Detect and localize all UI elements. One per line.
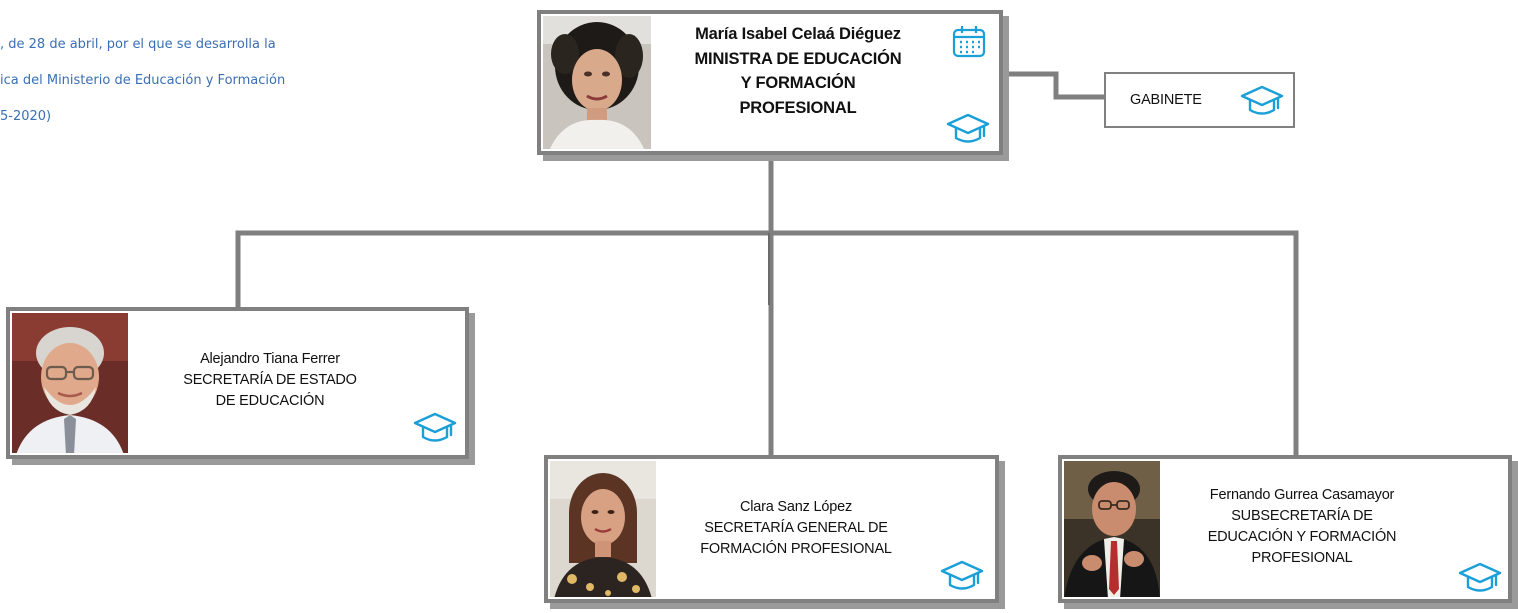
unit-photo-fp xyxy=(550,461,656,597)
minister-label: María Isabel Celaá Diéguez MINISTRA DE E… xyxy=(653,22,943,120)
unit-title-fp-line-1: SECRETARÍA GENERAL DE xyxy=(704,520,888,536)
unit-name-fp: Clara Sanz López xyxy=(739,499,853,515)
unit-label-subsecretaria: Fernando Gurrea Casamayor SUBSECRETARÍA … xyxy=(1182,485,1422,569)
legal-reference-line-3: 5-2020) xyxy=(0,109,52,124)
unit-name-subsecretaria: Fernando Gurrea Casamayor xyxy=(1209,487,1395,503)
connector-gabinete xyxy=(1000,71,1109,100)
graduation-cap-icon[interactable] xyxy=(413,411,457,445)
gabinete-label: GABINETE xyxy=(1130,92,1202,108)
graduation-cap-icon[interactable] xyxy=(940,559,984,593)
unit-card-fp: Clara Sanz López SECRETARÍA GENERAL DE F… xyxy=(544,455,999,603)
minister-name: María Isabel Celaá Diéguez xyxy=(695,25,901,43)
unit-label-estado: Alejandro Tiana Ferrer SECRETARÍA DE EST… xyxy=(140,349,400,412)
graduation-cap-icon[interactable] xyxy=(1240,84,1284,118)
legal-reference-text: , de 28 de abril, por el que se desarrol… xyxy=(0,18,390,144)
unit-title-estado-line-1: SECRETARÍA DE ESTADO xyxy=(183,372,357,388)
unit-title-subsecretaria-line-1: SUBSECRETARÍA DE xyxy=(1231,508,1373,524)
unit-title-fp-line-2: FORMACIÓN PROFESIONAL xyxy=(700,541,892,557)
unit-title-estado-line-2: DE EDUCACIÓN xyxy=(215,393,325,409)
minister-title-line-1: MINISTRA DE EDUCACIÓN xyxy=(694,49,902,68)
unit-photo-subsecretaria xyxy=(1064,461,1160,597)
unit-title-subsecretaria-line-2: EDUCACIÓN Y FORMACIÓN xyxy=(1207,529,1397,545)
graduation-cap-icon[interactable] xyxy=(946,112,990,146)
calendar-icon[interactable] xyxy=(951,24,987,58)
unit-photo-estado xyxy=(12,313,128,453)
minister-photo xyxy=(543,16,651,149)
legal-reference-line-2: ica del Ministerio de Educación y Formac… xyxy=(0,73,286,88)
minister-title-line-3: PROFESIONAL xyxy=(739,98,857,117)
unit-title-subsecretaria-line-3: PROFESIONAL xyxy=(1251,550,1353,566)
unit-card-subsecretaria: Fernando Gurrea Casamayor SUBSECRETARÍA … xyxy=(1058,455,1512,603)
unit-label-fp: Clara Sanz López SECRETARÍA GENERAL DE F… xyxy=(666,497,926,560)
graduation-cap-icon[interactable] xyxy=(1458,561,1502,595)
unit-name-estado: Alejandro Tiana Ferrer xyxy=(200,351,340,367)
gabinete-card: GABINETE xyxy=(1104,72,1295,128)
unit-card-estado: Alejandro Tiana Ferrer SECRETARÍA DE EST… xyxy=(6,307,469,459)
minister-card: María Isabel Celaá Diéguez MINISTRA DE E… xyxy=(537,10,1003,155)
minister-title-line-2: Y FORMACIÓN xyxy=(740,74,856,92)
legal-reference-line-1: , de 28 de abril, por el que se desarrol… xyxy=(0,37,276,52)
